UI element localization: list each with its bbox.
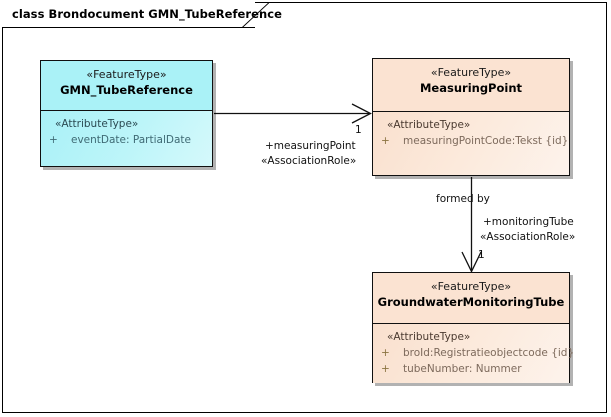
attribute-visibility: + bbox=[49, 134, 58, 147]
attribute-visibility: + bbox=[381, 135, 390, 148]
class-attributes-groundwatermonitoringtube: «AttributeType» + broId:Registratieobjec… bbox=[373, 324, 574, 384]
class-box-groundwatermonitoringtube[interactable]: «FeatureType» GroundwaterMonitoringTube … bbox=[372, 272, 574, 384]
diagram-frame bbox=[2, 2, 607, 413]
role-stereotype-measuringpoint: «AssociationRole» bbox=[261, 155, 357, 167]
class-name: GMN_TubeReference bbox=[60, 83, 193, 97]
multiplicity-measuringpoint: 1 bbox=[355, 124, 362, 136]
attribute-row: + tubeNumber: Nummer bbox=[381, 361, 565, 377]
class-stereotype: «FeatureType» bbox=[430, 280, 512, 293]
attribute-text: tubeNumber: Nummer bbox=[403, 363, 522, 376]
multiplicity-monitoringtube: 1 bbox=[478, 249, 485, 261]
class-box-gmn-tubereference[interactable]: «FeatureType» GMN_TubeReference «Attribu… bbox=[40, 60, 213, 167]
class-header-measuringpoint: «FeatureType» MeasuringPoint bbox=[373, 59, 569, 111]
class-name: GroundwaterMonitoringTube bbox=[377, 295, 565, 309]
attribute-row: + measuringPointCode:Tekst {id} bbox=[381, 133, 569, 149]
class-box-measuringpoint[interactable]: «FeatureType» MeasuringPoint «AttributeT… bbox=[372, 58, 570, 176]
role-label-measuringpoint: +measuringPoint bbox=[265, 140, 356, 152]
role-stereotype-monitoringtube: «AssociationRole» bbox=[480, 231, 576, 243]
association-name-formed-by: formed by bbox=[436, 193, 490, 205]
class-name: MeasuringPoint bbox=[419, 81, 523, 95]
diagram-title-tab: class Brondocument GMN_TubeReference bbox=[2, 2, 282, 28]
page-title: class Brondocument GMN_TubeReference bbox=[12, 7, 282, 21]
attribute-text: eventDate: PartialDate bbox=[71, 134, 191, 147]
class-stereotype: «FeatureType» bbox=[430, 66, 512, 79]
attribute-row: + broId:Registratieobjectcode {id} bbox=[381, 345, 574, 361]
title-tab-diagonal-icon bbox=[241, 2, 269, 28]
class-divider bbox=[41, 110, 212, 112]
attribute-visibility: + bbox=[381, 363, 390, 376]
class-divider bbox=[373, 323, 569, 325]
attribute-text: measuringPointCode:Tekst {id} bbox=[403, 135, 569, 148]
class-header-gmn-tubereference: «FeatureType» GMN_TubeReference bbox=[41, 61, 212, 110]
class-divider bbox=[373, 111, 569, 113]
attribute-row: + eventDate: PartialDate bbox=[49, 132, 208, 148]
class-attributes-measuringpoint: «AttributeType» + measuringPointCode:Tek… bbox=[373, 112, 569, 176]
class-attributes-gmn-tubereference: «AttributeType» + eventDate: PartialDate bbox=[41, 111, 212, 167]
attribute-stereotype: «AttributeType» bbox=[387, 119, 471, 132]
attribute-stereotype: «AttributeType» bbox=[55, 118, 139, 131]
class-stereotype: «FeatureType» bbox=[86, 68, 167, 81]
class-header-groundwatermonitoringtube: «FeatureType» GroundwaterMonitoringTube bbox=[373, 273, 569, 323]
attribute-visibility: + bbox=[381, 347, 390, 360]
attribute-stereotype: «AttributeType» bbox=[387, 331, 471, 344]
role-label-monitoringtube: +monitoringTube bbox=[483, 216, 574, 228]
attribute-text: broId:Registratieobjectcode {id} bbox=[403, 347, 575, 360]
